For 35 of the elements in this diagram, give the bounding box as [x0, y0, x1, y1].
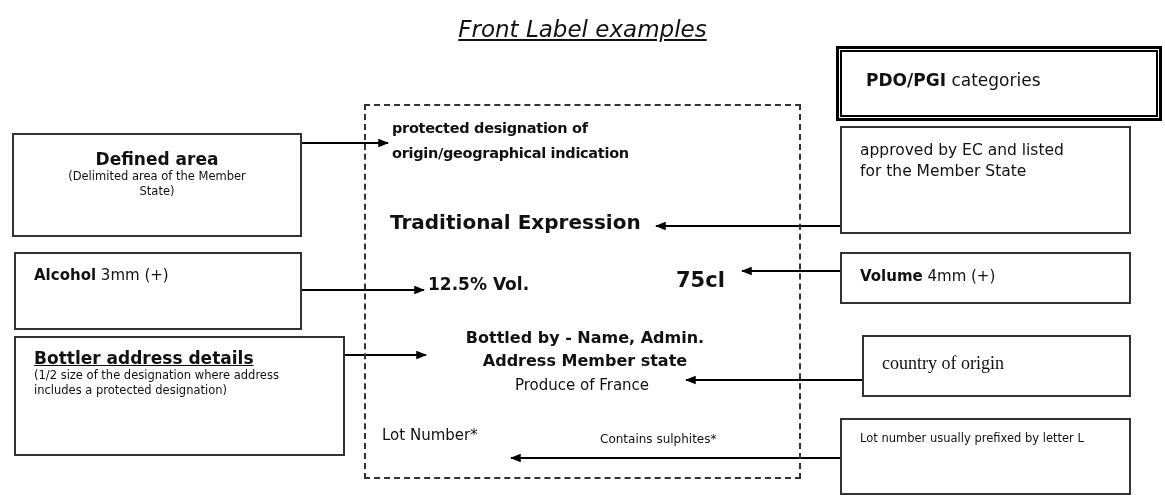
callout-text: country of origin	[881, 352, 1005, 374]
callout-text: Lot number usually prefixed by letter L	[859, 430, 1085, 446]
callout-box	[14, 336, 345, 456]
callout-text: PDO/PGI categories	[865, 69, 1042, 90]
callout-text: Alcohol 3mm (+)	[33, 265, 170, 284]
callout-box	[840, 252, 1131, 304]
label-text: 12.5% Vol.	[428, 274, 531, 294]
label-text: Contains sulphites*	[600, 432, 717, 446]
callout-box	[840, 126, 1131, 234]
diagram-title: Front Label examples	[457, 16, 708, 42]
label-text: Lot Number*	[382, 426, 479, 444]
callout-box	[862, 335, 1131, 397]
label-text: 75cl	[676, 268, 726, 292]
arrow	[654, 221, 841, 231]
arrow	[684, 375, 863, 385]
callout-note: (1/2 size of the designation where address includes a protected designation)	[33, 368, 280, 398]
arrow	[301, 138, 390, 148]
callout-note: (Delimited area of the Member State)	[67, 169, 247, 199]
label-text: Traditional Expression	[390, 210, 642, 234]
label-text: protected designation of origin/geographical indication	[392, 119, 630, 163]
arrow	[301, 285, 426, 295]
callout-box	[12, 133, 302, 237]
arrow	[740, 266, 841, 276]
label-text: Bottled by - Name, Admin. Address Member state	[464, 327, 706, 372]
label-outline	[364, 104, 801, 479]
callout-text: approved by EC and listed for the Member State	[859, 140, 1065, 182]
label-text: Produce of France	[513, 376, 651, 394]
callout-box	[836, 46, 1162, 121]
callout-box	[14, 252, 302, 330]
callout-box	[840, 418, 1131, 495]
arrow	[509, 453, 841, 463]
callout-heading: Bottler address details	[33, 347, 255, 368]
callout-heading: Defined area	[94, 148, 220, 169]
arrow	[344, 350, 428, 360]
callout-text: Volume 4mm (+)	[859, 266, 997, 285]
